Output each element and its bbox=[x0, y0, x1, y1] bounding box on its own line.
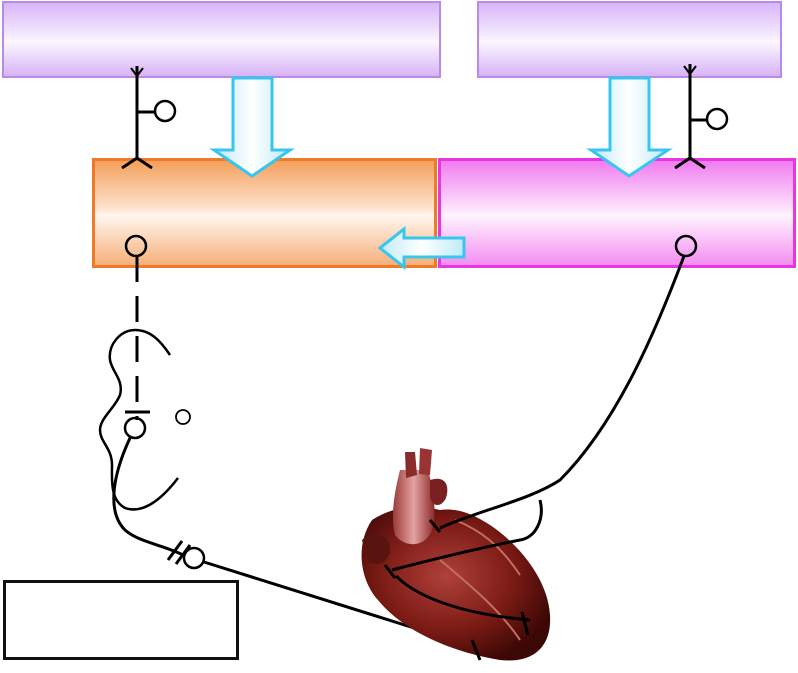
arrow-down-icon bbox=[586, 76, 673, 178]
middle-left-node bbox=[124, 234, 148, 258]
left-upper-neuron bbox=[121, 66, 177, 170]
top-right-box bbox=[477, 1, 782, 78]
heart-icon bbox=[361, 448, 551, 661]
right-upper-neuron bbox=[674, 64, 729, 170]
arrow-left-icon bbox=[377, 225, 466, 271]
middle-right-node bbox=[674, 234, 698, 258]
middle-left-box bbox=[92, 158, 437, 268]
small-node bbox=[175, 409, 191, 425]
arrow-down-icon bbox=[209, 76, 295, 178]
middle-right-box bbox=[438, 158, 796, 268]
bottom-left-box bbox=[3, 580, 239, 660]
vagal-pathway bbox=[112, 437, 186, 558]
left-descending-pathway bbox=[123, 256, 150, 440]
brainstem-outline bbox=[98, 328, 179, 511]
lower-ganglion bbox=[166, 540, 206, 570]
top-left-box bbox=[2, 1, 441, 78]
right-descending-pathway bbox=[383, 255, 686, 661]
